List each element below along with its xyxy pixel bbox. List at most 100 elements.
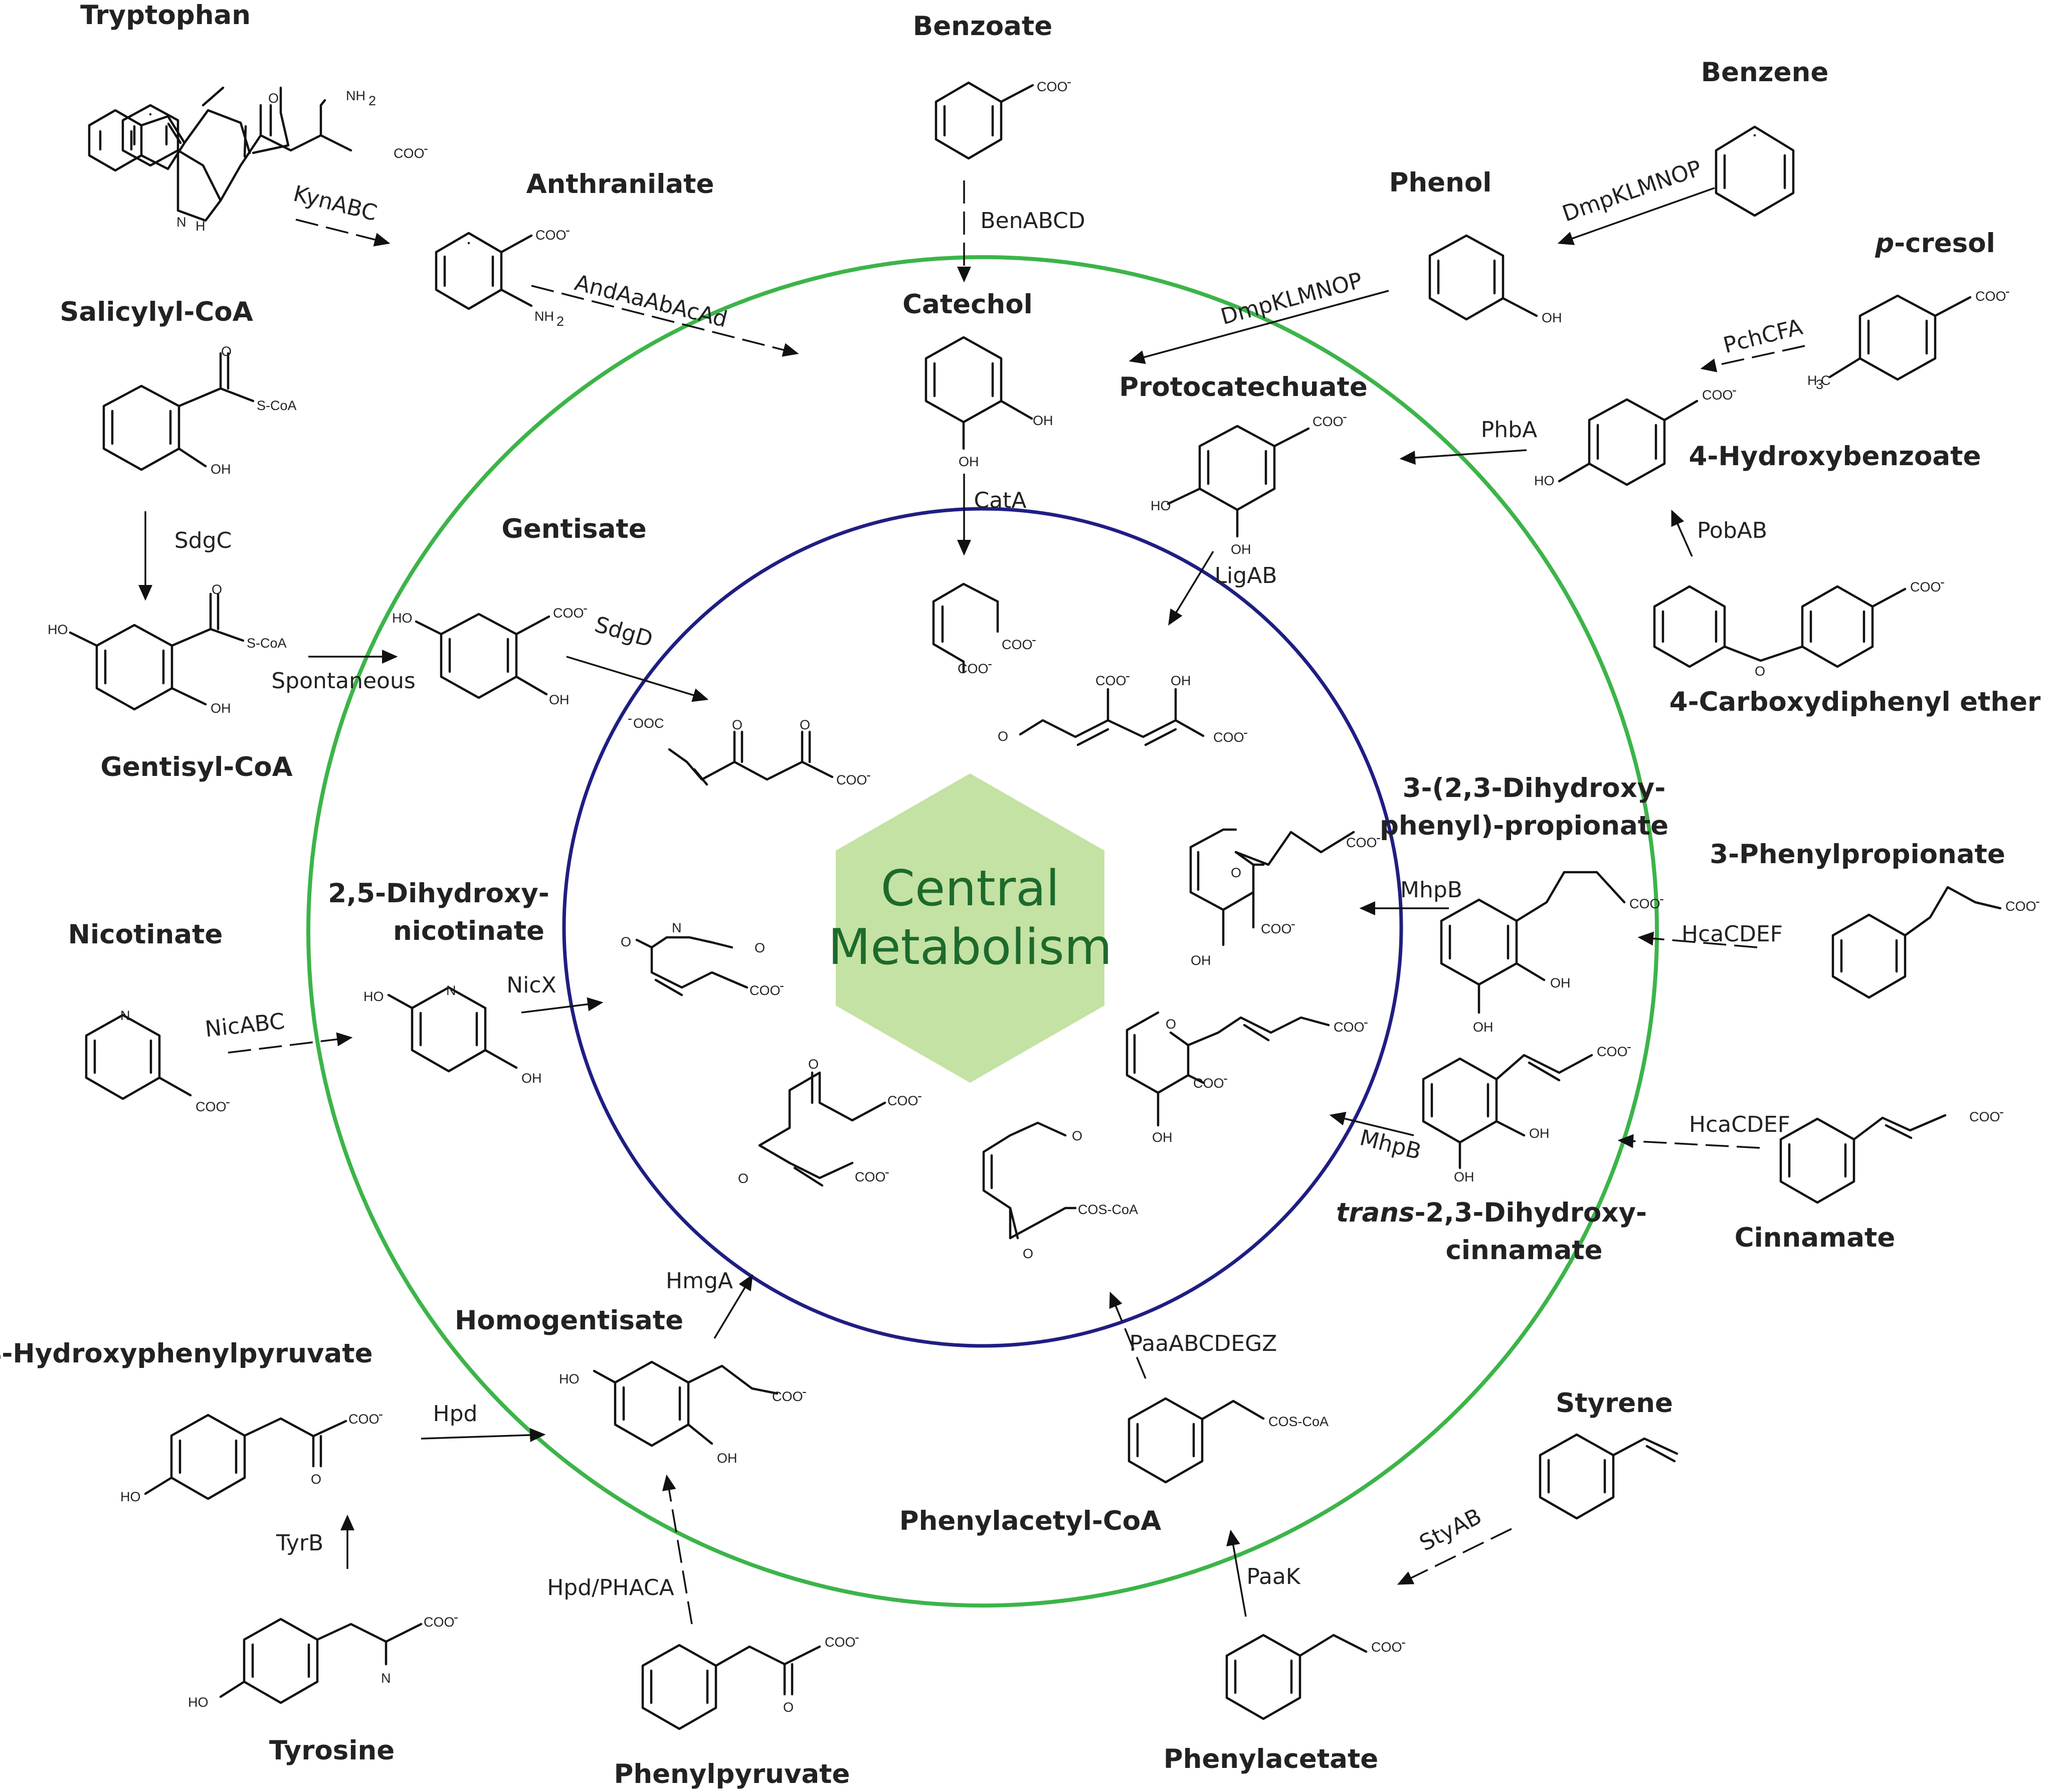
muconate-structure: COO - COO -: [932, 582, 1036, 676]
hga-coo: COO: [772, 1389, 803, 1404]
trp-coo-neg: -: [424, 141, 428, 156]
arrow-hpd-phaca: [662, 1474, 693, 1625]
label-4-hydroxyphenylpyruvate: 4-Hydroxyphenylpyruvate: [0, 1338, 373, 1369]
catechol-oh1: OH: [1033, 413, 1053, 428]
ppy-o: O: [783, 1700, 794, 1715]
label-dhn-line1: 2,5-Dihydroxy-: [328, 878, 549, 909]
arrow-dmp-phenol: [1129, 290, 1389, 364]
dhc-oh2: OH: [1454, 1169, 1474, 1184]
label-3-phenylpropionate: 3-Phenylpropionate: [1710, 839, 2005, 870]
paacoa-cosc: COS-CoA: [1268, 1414, 1329, 1429]
paa-int-cosc: COS-CoA: [1078, 1202, 1138, 1217]
arrow-paaabcdegz: [1109, 1291, 1147, 1379]
trp-n-label: N: [176, 215, 186, 230]
phenylacetyl-coa-structure: COS-CoA: [1128, 1397, 1329, 1484]
label-anthranilate: Anthranilate: [526, 169, 714, 200]
arrow-kynabc: [295, 219, 391, 247]
tyr-coo-neg: -: [454, 1610, 458, 1625]
label-dhn-line2: nicotinate: [393, 916, 544, 946]
hopda1-coo1-neg: -: [1376, 830, 1381, 845]
arrow-phba: [1399, 449, 1527, 465]
hpp-structure: COO - O HO: [120, 1407, 383, 1504]
hydroxybenzoate-structure: COO - HO: [1534, 382, 1737, 488]
hopda1-coo2: COO: [1261, 921, 1292, 936]
label-tryptophan: Tryptophan: [80, 0, 251, 31]
label-catechol: Catechol: [902, 289, 1033, 320]
arrow-styab: [1397, 1528, 1512, 1585]
chms-coo1-neg: -: [1126, 668, 1130, 683]
enzyme-mhpb-1: MhpB: [1400, 877, 1462, 903]
label-p-cresol: p-cresol: [1875, 228, 1995, 259]
gen-coa-scoa: S-CoA: [247, 636, 287, 651]
maleylacetoacetate-structure: O COO - O COO -: [738, 1057, 922, 1187]
mp-o2: O: [800, 717, 810, 732]
gen-coa-o: O: [212, 582, 222, 597]
paa-int-o1: O: [1072, 1128, 1082, 1143]
enzyme-dmp-benzene: DmpKLMNOP: [1559, 155, 1705, 227]
label-dhc-line1: trans-2,3-Dihydroxy-: [1336, 1198, 1647, 1228]
enzyme-hcacdef-1: HcaCDEF: [1681, 921, 1783, 947]
arrow-hpd: [421, 1428, 546, 1442]
phenylacetate-structure: COO -: [1225, 1634, 1406, 1720]
tyr-ho: HO: [188, 1695, 209, 1710]
central-metabolism-hexagon: [836, 773, 1104, 1083]
enzyme-styab: StyAB: [1415, 1504, 1485, 1556]
arrow-hcacdef-1: [1637, 931, 1758, 948]
anthranilate-structure: COO - NH 2: [435, 223, 570, 329]
maa-o1: O: [808, 1057, 819, 1072]
arrow-paak: [1226, 1529, 1247, 1617]
benzoate-coo-neg: -: [1067, 74, 1071, 89]
cde-coo-neg: -: [1940, 574, 1945, 589]
central-metabolism-line1: Central: [881, 860, 1060, 917]
arrow-nicx: [521, 997, 604, 1014]
dhc-structure: COO - OH OH: [1422, 1039, 1631, 1184]
enzyme-benabcd: BenABCD: [980, 208, 1085, 234]
hopda-cinnamate-structure: O COO - COO - OH: [1126, 1011, 1368, 1145]
benzene-structure: [1715, 125, 1795, 217]
label-dhc-italic: trans: [1336, 1198, 1415, 1228]
muc-coo2-neg: -: [988, 656, 992, 671]
maa-o2: O: [738, 1171, 749, 1186]
maa-coo2-neg: -: [885, 1164, 889, 1179]
gentisate-ho: HO: [392, 611, 413, 626]
label-cinnamate: Cinnamate: [1735, 1223, 1896, 1253]
enzyme-nicx: NicX: [506, 972, 556, 998]
cinnamate-structure: COO -: [1779, 1104, 2004, 1204]
label-4-hydroxybenzoate: 4-Hydroxybenzoate: [1689, 441, 1981, 472]
ppy-coo: COO: [825, 1635, 856, 1650]
cde-o: O: [1755, 664, 1765, 679]
phenylpyruvate-structure: COO - O: [641, 1630, 859, 1730]
enzyme-tyrb: TyrB: [276, 1530, 323, 1556]
label-homogentisate: Homogentisate: [455, 1305, 683, 1336]
muc-coo1: COO: [1002, 637, 1033, 652]
enzyme-hmga: HmgA: [666, 1268, 733, 1294]
anth-coo-neg: -: [566, 223, 570, 238]
pca-ho: HO: [1151, 498, 1171, 513]
trp-nh2-sub: 2: [368, 93, 376, 108]
arrow-mhpb-2: [1329, 1111, 1414, 1136]
label-benzene: Benzene: [1701, 57, 1829, 88]
pca-oh: OH: [1231, 542, 1251, 557]
fm-coo-neg: -: [780, 978, 784, 993]
cresol-c: C: [1821, 373, 1831, 388]
arrow-pobab: [1671, 509, 1693, 557]
hpp-coo-neg: -: [379, 1407, 383, 1422]
label-dhpp-line2: phenyl)-propionate: [1380, 811, 1668, 841]
cinn-coo: COO: [1969, 1109, 2000, 1124]
chms-oh: OH: [1171, 673, 1191, 688]
hba-coo: COO: [1702, 387, 1733, 403]
cinn-coo-neg: -: [1999, 1104, 2004, 1119]
label-phenylpyruvate: Phenylpyruvate: [614, 1759, 850, 1789]
cresol-h: H: [1807, 373, 1817, 388]
gen-coa-ho: HO: [48, 622, 68, 637]
central-metabolism-line2: Metabolism: [828, 919, 1112, 976]
cde-coo: COO: [1910, 579, 1941, 594]
pca-coo: COO: [1313, 414, 1344, 429]
hopda1-coo2-neg: -: [1291, 916, 1295, 931]
paa-intermediate-structure: O COS-CoA O: [982, 1121, 1138, 1261]
pa-coo: COO: [1371, 1640, 1402, 1655]
dhc-coo: COO: [1597, 1044, 1628, 1059]
enzyme-hcacdef-2: HcaCDEF: [1689, 1112, 1790, 1137]
protocatechuate-structure: COO - HO OH: [1151, 409, 1347, 557]
hba-ho: HO: [1534, 473, 1555, 488]
